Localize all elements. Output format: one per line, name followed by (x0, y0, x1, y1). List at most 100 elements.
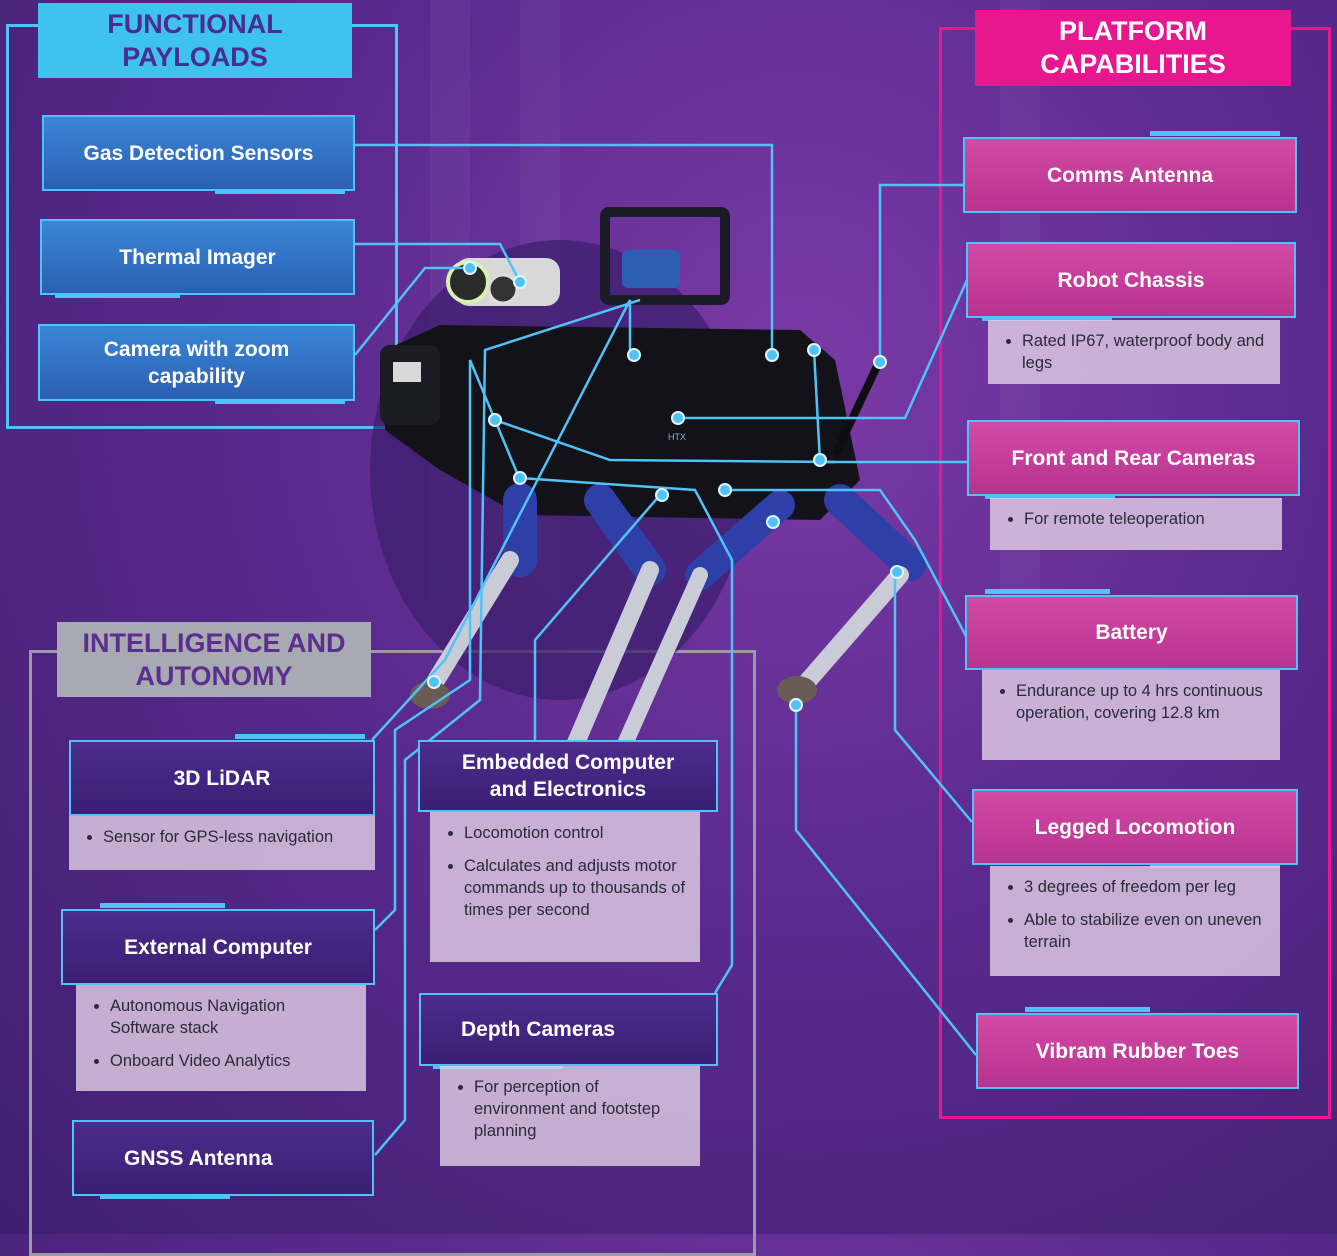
lidar-box: 3D LiDAR (69, 740, 375, 816)
external-computer-details: Autonomous Navigation Software stack Onb… (76, 985, 366, 1091)
legged-locomotion-bullet-1: 3 degrees of freedom per leg (1024, 876, 1268, 898)
embedded-computer-bullet-1: Locomotion control (464, 822, 688, 844)
front-rear-cameras-box: Front and Rear Cameras (967, 420, 1300, 496)
external-computer-bullet-2: Onboard Video Analytics (110, 1050, 354, 1072)
external-computer-bullet-1: Autonomous Navigation Software stack (110, 995, 354, 1039)
battery-details: Endurance up to 4 hrs continuous operati… (982, 670, 1280, 760)
robot-chassis-bullet: Rated IP67, waterproof body and legs (1022, 330, 1268, 374)
intelligence-autonomy-header: INTELLIGENCE AND AUTONOMY (57, 622, 371, 697)
connector-thermal-imager (355, 242, 522, 283)
external-accent (100, 903, 225, 908)
connector-depth-cameras (519, 476, 734, 994)
vibram-toes-box: Vibram Rubber Toes (976, 1013, 1299, 1089)
lidar-bullet: Sensor for GPS-less navigation (103, 826, 363, 848)
robot-chassis-label: Robot Chassis (1057, 268, 1205, 292)
external-computer-label: External Computer (124, 935, 312, 959)
legged-locomotion-label: Legged Locomotion (1034, 815, 1236, 839)
robot-leg-rear-right (777, 484, 926, 704)
gnss-accent (100, 1194, 230, 1199)
connector-external-computer (374, 359, 522, 931)
front-rear-cameras-label: Front and Rear Cameras (1011, 446, 1256, 470)
gas-detection-sensors-label: Gas Detection Sensors (83, 141, 314, 165)
external-computer-box: External Computer (61, 909, 375, 985)
dot-embedded (655, 488, 669, 502)
robot-zoom-lens (487, 273, 519, 305)
legged-locomotion-bullet-2: Able to stabilize even on uneven terrain (1024, 909, 1268, 953)
camera-accent (215, 399, 345, 404)
lidar-details: Sensor for GPS-less navigation (69, 816, 375, 870)
vibram-toes-label: Vibram Rubber Toes (1035, 1039, 1240, 1063)
dot-chassis (671, 411, 685, 425)
dot-cameras-front (813, 453, 827, 467)
connector-embedded-computer (533, 494, 661, 740)
dot-zoom (463, 261, 477, 275)
robot-chassis-details: Rated IP67, waterproof body and legs (988, 320, 1280, 384)
chassis-accent (982, 316, 1112, 321)
dot-battery (718, 483, 732, 497)
connector-dots (427, 261, 904, 712)
embedded-computer-box: Embedded Computer and Electronics (418, 740, 718, 812)
dot-depth-2 (488, 413, 502, 427)
dot-toes (789, 698, 803, 712)
dot-gas (765, 348, 779, 362)
comms-accent (1150, 131, 1280, 136)
cameras-accent (985, 494, 1115, 499)
robot-front-camera (393, 362, 421, 382)
gas-detection-sensors-box: Gas Detection Sensors (42, 115, 355, 191)
depth-cameras-bullet: For perception of environment and footst… (474, 1076, 688, 1142)
gas-accent (215, 189, 345, 194)
platform-capabilities-header: PLATFORM CAPABILITIES (975, 10, 1291, 86)
lidar-accent (235, 734, 365, 739)
dot-depth (766, 515, 780, 529)
robot-lidar-frame (600, 207, 730, 305)
connector-camera-zoom (354, 266, 470, 356)
connector-lines (354, 143, 977, 1156)
battery-label: Battery (1095, 621, 1168, 644)
robot-body (385, 325, 860, 520)
depth-cameras-box: Depth Cameras (419, 993, 718, 1066)
battery-bullet: Endurance up to 4 hrs continuous operati… (1016, 680, 1268, 724)
dot-external (513, 471, 527, 485)
lidar-label: 3D LiDAR (173, 766, 271, 790)
front-rear-cameras-bullet: For remote teleoperation (1024, 508, 1270, 530)
dot-locomotion (890, 565, 904, 579)
toes-accent (1025, 1007, 1150, 1012)
connector-gnss-antenna (374, 298, 641, 1156)
connector-battery (725, 488, 969, 639)
battery-box: Battery (965, 595, 1298, 670)
depth-cameras-label: Depth Cameras (461, 1018, 616, 1041)
connector-legged-locomotion (893, 570, 973, 823)
camera-zoom-box: Camera with zoom capability (38, 324, 355, 401)
dot-gnss (427, 675, 441, 689)
functional-payloads-header: FUNCTIONAL PAYLOADS (38, 3, 352, 78)
robot-badge-text: HTX (668, 432, 686, 442)
embedded-computer-label: Embedded Computer and Electronics (461, 751, 675, 801)
thermal-imager-box: Thermal Imager (40, 219, 355, 295)
robot-lidar (622, 250, 680, 288)
depth-cameras-details: For perception of environment and footst… (440, 1066, 700, 1166)
dot-antenna (873, 355, 887, 369)
connector-robot-chassis (678, 279, 969, 420)
comms-antenna-box: Comms Antenna (963, 137, 1297, 213)
front-rear-cameras-details: For remote teleoperation (990, 498, 1282, 550)
locomotion-accent (1150, 863, 1280, 868)
thermal-imager-label: Thermal Imager (119, 245, 276, 269)
gnss-antenna-label: GNSS Antenna (124, 1146, 273, 1170)
embedded-computer-bullet-2: Calculates and adjusts motor commands up… (464, 855, 688, 921)
robot-chassis-box: Robot Chassis (966, 242, 1296, 318)
dot-lidar (627, 348, 641, 362)
connector-vibram-toes (794, 705, 977, 1056)
legged-locomotion-details: 3 degrees of freedom per leg Able to sta… (990, 866, 1280, 976)
camera-zoom-label: Camera with zoom capability (103, 337, 290, 388)
robot-front-sensor (380, 345, 440, 425)
connector-comms-antenna (878, 183, 963, 362)
connector-gas-detection (355, 143, 774, 355)
battery-accent (985, 589, 1110, 594)
thermal-accent (55, 293, 180, 298)
dot-thermal (513, 275, 527, 289)
comms-antenna-label: Comms Antenna (1046, 163, 1214, 187)
gnss-antenna-box: GNSS Antenna (72, 1120, 374, 1196)
connector-depth-front (494, 418, 836, 464)
legged-locomotion-box: Legged Locomotion (972, 789, 1298, 865)
